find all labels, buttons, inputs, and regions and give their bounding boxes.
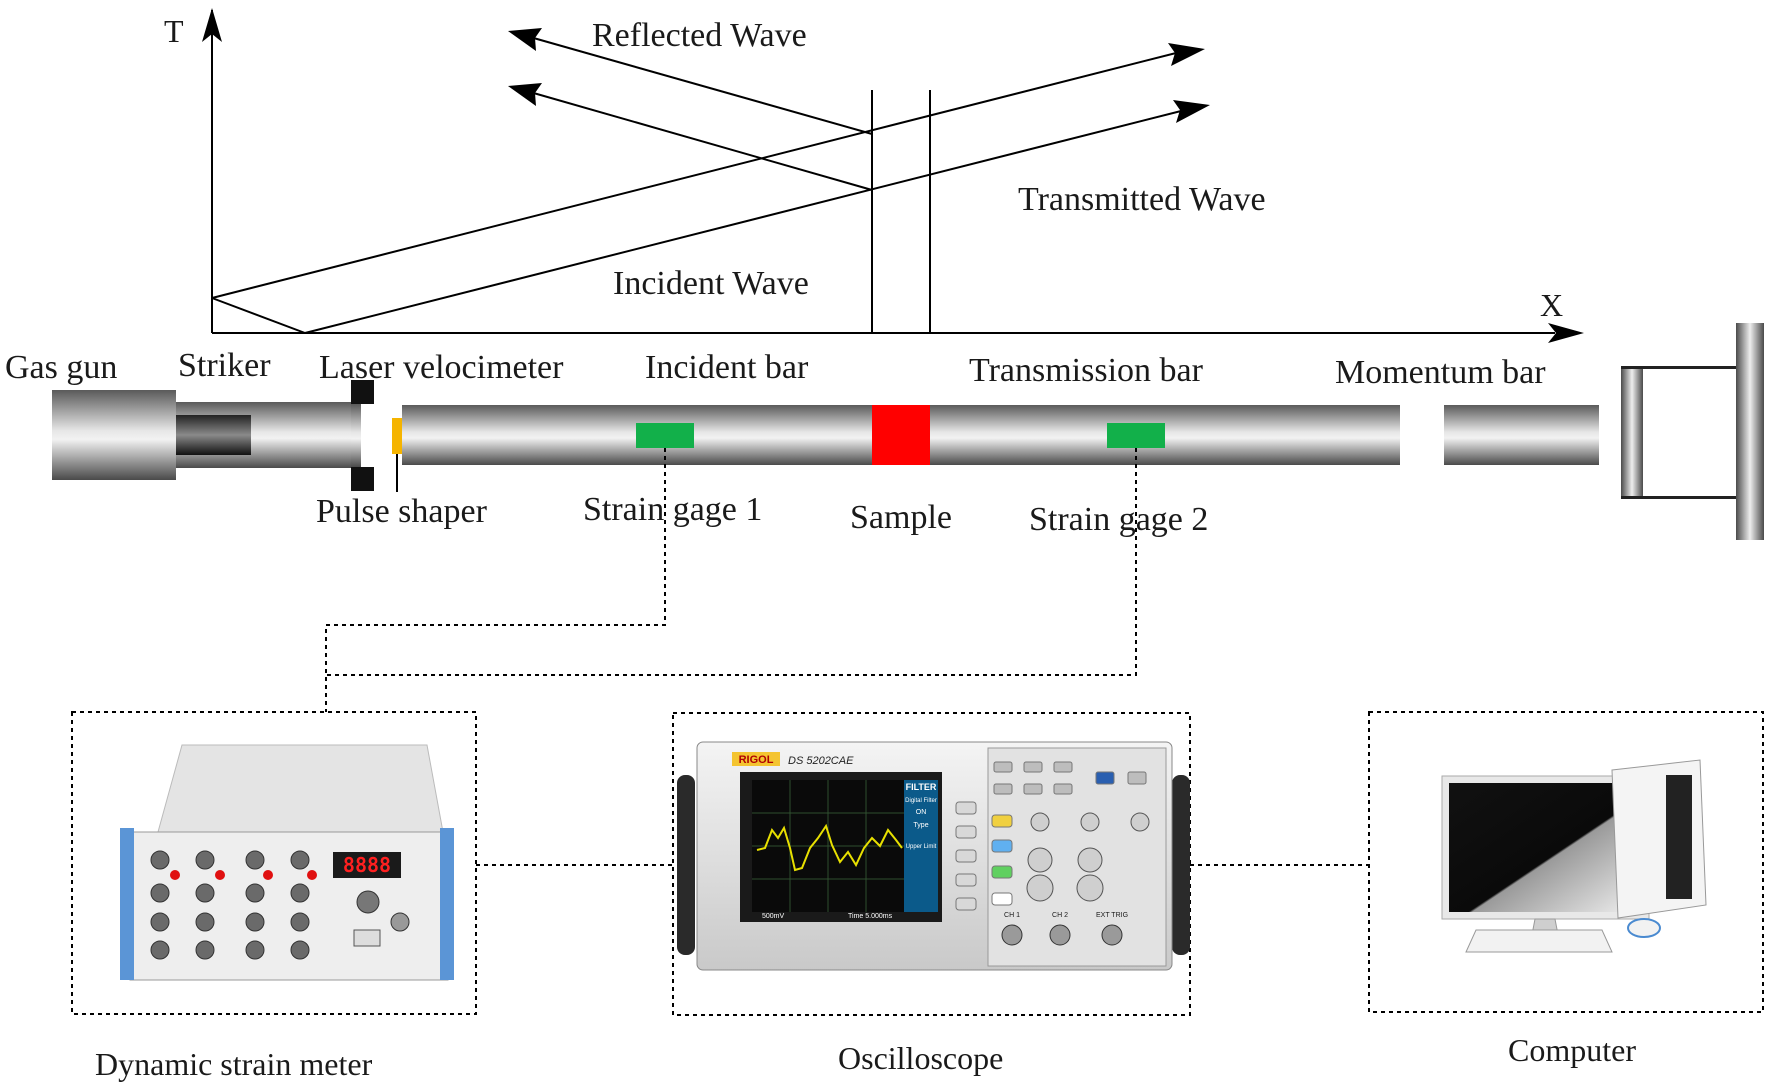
strain-gage-1-label: Strain gage 1: [583, 491, 762, 528]
laser-velocimeter-top: [351, 380, 374, 404]
oscilloscope-image: RIGOL DS 5202CAE FILTER Digital Filter O…: [677, 741, 1190, 971]
laser-velocimeter-bottom: [351, 467, 374, 491]
buffer-stop-cap-top: [1621, 366, 1736, 369]
gas-gun: [52, 390, 176, 480]
strain-gage-2: [1107, 423, 1165, 448]
x-axis-arrowhead: [1548, 323, 1584, 343]
strain-meter-switch: [353, 929, 381, 947]
scope-soft-keys: [955, 801, 977, 911]
transmission-bar-label: Transmission bar: [969, 352, 1204, 389]
computer-caption: Computer: [1508, 1032, 1636, 1068]
scope-menu-panel: [904, 780, 938, 912]
scope-brand-badge: [732, 752, 780, 766]
incident-bar-label: Incident bar: [645, 349, 809, 386]
incident-wave-lower-arrowhead: [1173, 100, 1210, 123]
scope-brand: RIGOL: [739, 754, 774, 766]
transmitted-wave-label: Transmitted Wave: [1018, 181, 1266, 218]
scope-model: DS 5202CAE: [788, 755, 854, 767]
computer-frame: [1368, 711, 1764, 1013]
incident-wave-label: Incident Wave: [613, 265, 809, 302]
strain-meter-caption: Dynamic strain meter: [95, 1046, 373, 1082]
strain-meter-channels: [150, 850, 310, 960]
strain-gage-1: [636, 423, 694, 448]
strain-gage-2-label: Strain gage 2: [1029, 501, 1208, 538]
pulse-shaper: [392, 418, 402, 454]
scope-handle-left: [677, 775, 695, 955]
reflected-wave-lower-arrowhead: [508, 83, 542, 106]
reflected-wave-upper-arrowhead: [508, 28, 542, 51]
buffer-stop-body: [1621, 366, 1643, 499]
x-axis-label: X: [1540, 287, 1563, 323]
computer-image: [1441, 759, 1707, 953]
strain-meter-handle-right: [440, 828, 454, 980]
strain-meter-top: [157, 744, 444, 833]
scope-channel-buttons: [991, 814, 1013, 906]
t-axis-arrowhead: [202, 8, 222, 42]
scope-menu-buttons: [993, 761, 1147, 795]
oscilloscope-caption: Oscilloscope: [838, 1040, 1003, 1076]
bar-apparatus: [52, 323, 1764, 540]
incident-wave-upper: [211, 51, 1181, 299]
sample: [872, 405, 930, 465]
dynamic-strain-meter-image: 8888: [120, 744, 454, 981]
scope-ch1-scale: 500mV: [762, 913, 785, 920]
t-axis-label: T: [164, 13, 184, 49]
signal-wiring: [325, 448, 1369, 866]
keyboard: [1465, 929, 1613, 953]
strain-meter-power-knob: [390, 912, 410, 932]
tower-vents: [1666, 775, 1692, 899]
wave-diagram: [202, 8, 1584, 343]
reflected-wave-label: Reflected Wave: [592, 17, 807, 54]
scope-menu-item-4: Upper Limit: [906, 844, 937, 850]
scope-input-ext-trig: EXT TRIG: [1096, 912, 1128, 919]
scope-bnc-inputs: [1001, 924, 1123, 946]
wire-gage1-to-meter: [325, 448, 666, 712]
mouse: [1627, 918, 1661, 938]
scope-input-ch2: CH 2: [1052, 912, 1068, 919]
strain-meter-indicators: [170, 870, 317, 880]
scope-menu-item-3: Type: [913, 822, 928, 829]
buffer-stop-plate: [1736, 323, 1764, 540]
monitor-screen: [1449, 783, 1642, 912]
striker-inner: [176, 415, 251, 455]
laser-velocimeter-label: Laser velocimeter: [319, 349, 564, 386]
wire-gage2-to-meter: [326, 448, 1137, 676]
strain-meter-handle-left: [120, 828, 134, 980]
scope-input-ch1: CH 1: [1004, 912, 1020, 919]
incident-wave-upper-arrowhead: [1168, 43, 1205, 66]
laser-velocimeter-body: [351, 404, 361, 467]
scope-waveform: [756, 823, 903, 872]
scope-handle-right: [1172, 775, 1190, 955]
scope-menu-item-2: ON: [916, 809, 927, 816]
scope-menu-item-1: Digital Filter: [905, 798, 937, 804]
sample-label: Sample: [850, 499, 952, 536]
strain-meter-main-knob: [356, 890, 380, 914]
scope-time-scale: Time 5.000ms: [848, 913, 893, 920]
strain-meter-display: [333, 852, 401, 878]
scope-menu-title: FILTER: [906, 782, 937, 792]
striker-label: Striker: [178, 347, 271, 384]
momentum-bar: [1444, 405, 1599, 465]
strain-meter-frame: [71, 711, 477, 1015]
pulse-shaper-label: Pulse shaper: [316, 493, 488, 530]
scope-knobs: [1026, 812, 1150, 902]
reflected-wave-upper: [529, 36, 873, 135]
striker-wave-segment: [211, 297, 306, 334]
buffer-stop-cap-bottom: [1621, 496, 1736, 499]
incident-wave-lower: [304, 109, 1186, 334]
momentum-bar-label: Momentum bar: [1335, 354, 1546, 391]
reflected-wave-lower: [529, 91, 873, 191]
strain-meter-display-value: 8888: [343, 853, 391, 877]
gas-gun-label: Gas gun: [5, 349, 117, 386]
